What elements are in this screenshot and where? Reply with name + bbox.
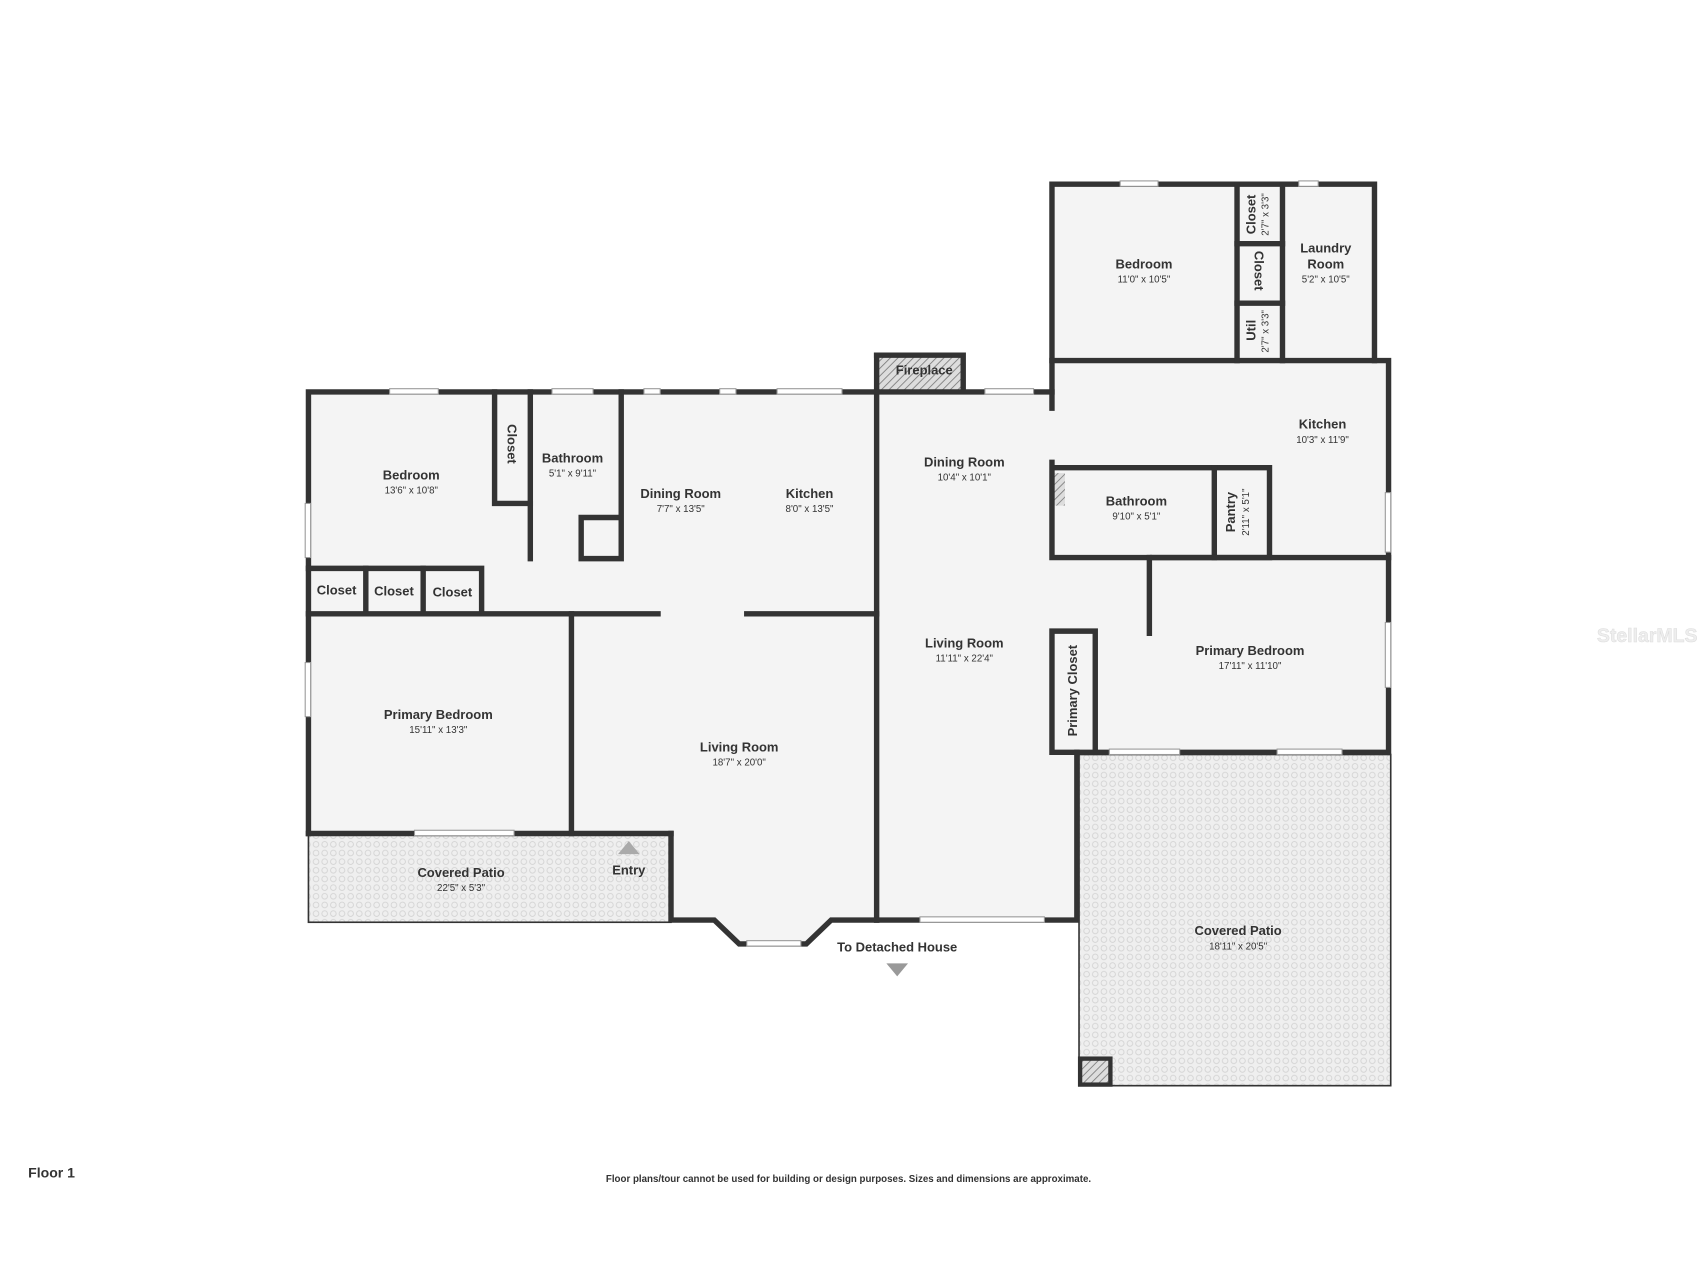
room-bathroom-east: Bathroom [1106,494,1167,509]
room-closet: Closet [374,583,414,598]
room-labels: Bedroom 13'6" x 10'8" Closet Bathroom 5'… [317,193,1352,977]
room-dimension: 11'0" x 10'5" [1118,275,1171,286]
room-closet: Closet [1251,251,1266,291]
patio-west [307,832,672,924]
room-dimension: 5'2" x 10'5" [1302,275,1351,286]
room-primary-bedroom-west: Primary Bedroom [384,707,493,722]
room-bathroom-west: Bathroom [542,450,603,465]
fireplace-box [876,355,964,390]
room-closet: Closet [433,584,473,599]
room-laundry: Laundry [1300,240,1352,255]
room-patio-west: Covered Patio [417,865,504,880]
entry-arrow-icon [617,841,640,855]
fireplace-label: Fireplace [896,363,953,378]
room-dining-west: Dining Room [640,486,721,501]
entry-label: Entry [612,863,646,878]
room-dining-east: Dining Room [924,455,1005,470]
disclaimer: Floor plans/tour cannot be used for buil… [606,1174,1091,1185]
room-dimension: 2'7" x 3'3" [1260,310,1271,353]
room-laundry: Room [1307,257,1344,272]
room-dimension: 18'11" x 20'5" [1209,941,1268,952]
column [1077,1056,1113,1087]
room-bedroom-east: Bedroom [1115,257,1172,272]
room-living-east: Living Room [925,635,1004,650]
room-dimension: 9'10" x 5'1" [1112,512,1161,523]
room-primary-closet: Primary Closet [1065,644,1080,736]
room-closet: Closet [1243,194,1258,234]
patio-east [1078,753,1392,1087]
room-kitchen-east: Kitchen [1299,417,1347,432]
room-dimension: 22'5" x 5'3" [437,883,486,894]
room-util: Util [1243,320,1258,341]
room-dimension: 2'7" x 3'3" [1260,193,1271,236]
room-dimension: 11'11" x 22'4" [936,653,994,664]
room-dimension: 17'11" x 11'10" [1219,661,1282,672]
floor-label: Floor 1 [28,1165,75,1181]
room-dimension: 18'7" x 20'0" [712,757,766,768]
watermark: StellarMLS [1597,625,1697,647]
room-closet: Closet [317,582,357,597]
room-dimension: 13'6" x 10'8" [385,486,439,497]
windows [304,180,1392,947]
room-dimension: 7'7" x 13'5" [657,504,706,515]
room-dimension: 10'4" x 10'1" [938,473,992,484]
room-closet: Closet [505,424,520,464]
to-detached-house-label: To Detached House [837,939,957,954]
room-patio-east: Covered Patio [1195,923,1282,938]
walls [305,181,1392,947]
room-dimension: 2'11" x 5'1" [1241,488,1252,536]
room-bedroom-west: Bedroom [383,468,440,483]
room-pantry: Pantry [1223,491,1238,532]
room-dimension: 15'11" x 13'3" [409,725,468,736]
room-living-west: Living Room [700,739,779,754]
room-kitchen-west: Kitchen [786,486,834,501]
direction-arrow-icon [886,963,909,977]
room-dimension: 8'0" x 13'5" [786,504,835,515]
room-dimension: 5'1" x 9'11" [549,468,597,479]
room-dimension: 10'3" x 11'9" [1296,435,1349,446]
room-primary-bedroom-east: Primary Bedroom [1196,643,1305,658]
